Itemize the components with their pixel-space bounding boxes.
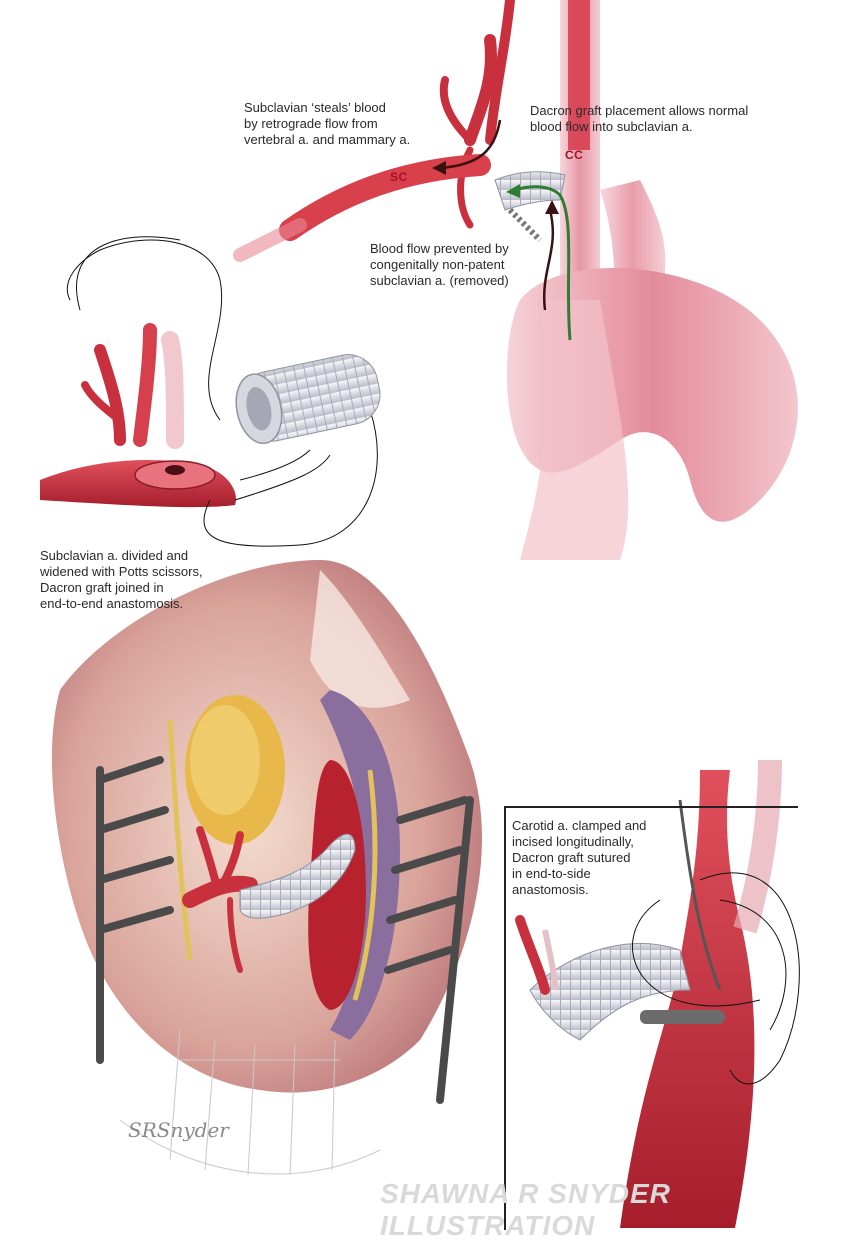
carotid-inset-diagram <box>515 759 800 1228</box>
middle-anastomosis-diagram <box>40 236 381 547</box>
artist-signature: SRSnyder <box>128 1118 229 1142</box>
label-flow-prevented: Blood flow prevented by congenitally non… <box>370 241 509 288</box>
label-dacron-placement: Dacron graft placement allows normal blo… <box>530 103 749 134</box>
carotid-inset-frame <box>504 806 798 1230</box>
label-subclavian-divided: Subclavian a. divided and widened with P… <box>40 548 203 611</box>
label-carotid-clamped: Carotid a. clamped and incised longitudi… <box>512 818 647 897</box>
surgical-field-diagram <box>51 560 482 1176</box>
tag-subclavian: SC <box>390 170 408 184</box>
label-subclavian-steal: Subclavian ‘steals’ blood by retrograde … <box>244 100 411 147</box>
tag-common-carotid: CC <box>565 148 584 162</box>
watermark: SHAWNA R SNYDER ILLUSTRATION <box>380 1178 671 1241</box>
top-aorta-diagram <box>233 0 798 560</box>
